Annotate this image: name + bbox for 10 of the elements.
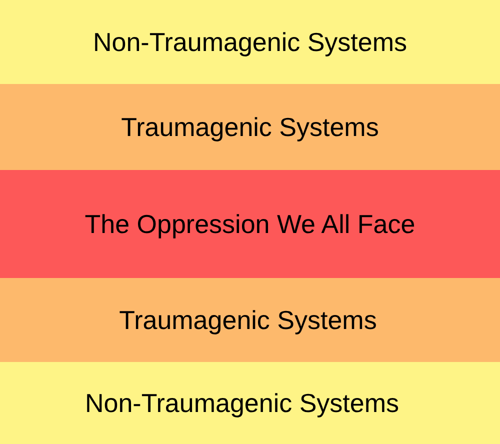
band-label: Non-Traumagenic Systems [92, 26, 408, 58]
band [0, 0, 500, 84]
band-label: Traumagenic Systems [119, 304, 377, 336]
band [0, 278, 500, 362]
band-label: The Oppression We All Face [84, 208, 416, 240]
band-label: Traumagenic Systems [121, 112, 379, 142]
band [0, 170, 500, 278]
band [0, 362, 500, 444]
band [0, 84, 500, 170]
band-label: Non-Traumagenic Systems [84, 388, 400, 418]
